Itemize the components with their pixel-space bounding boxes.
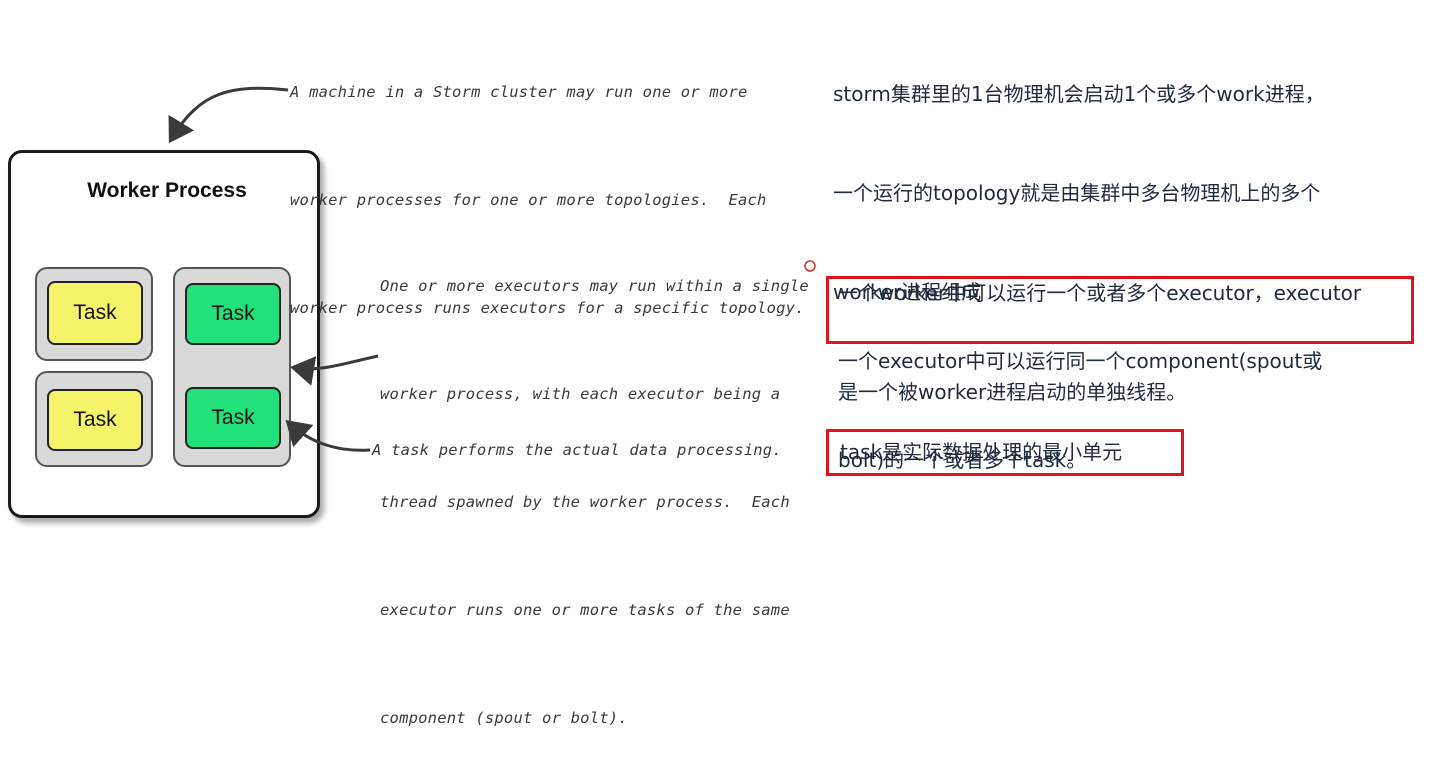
note-line: executor runs one or more tasks of the s… bbox=[380, 601, 790, 619]
cn-block-tasks: 一个executor中可以运行同一个component(spout或 bolt)… bbox=[838, 279, 1322, 510]
worker-process-title: Worker Process bbox=[87, 179, 247, 202]
executor-box: Task bbox=[35, 371, 153, 467]
note-line: A machine in a Storm cluster may run one… bbox=[290, 83, 748, 101]
task-box-yellow: Task bbox=[47, 281, 143, 345]
arrow-to-executor bbox=[290, 354, 379, 386]
executor-box-double: Task Task bbox=[173, 267, 291, 467]
note-line: component (spout or bolt). bbox=[380, 709, 628, 727]
cn-line: bolt)的一个或者多个task。 bbox=[838, 448, 1087, 472]
cn-line: 一个worker中可以运行一个或者多个executor，executor bbox=[838, 281, 1362, 305]
task-box-yellow: Task bbox=[47, 389, 143, 451]
highlight-box-task bbox=[826, 429, 1184, 476]
cn-block-task-unit: task是实际数据处理的最小单元 bbox=[840, 440, 1123, 464]
cn-line: storm集群里的1台物理机会启动1个或多个work进程， bbox=[833, 82, 1325, 106]
cn-block-executor: 一个worker中可以运行一个或者多个executor，executor 是一个… bbox=[838, 211, 1361, 442]
note-line: thread spawned by the worker process. Ea… bbox=[380, 493, 790, 511]
task-box-green: Task bbox=[185, 283, 281, 345]
highlight-box-executor bbox=[826, 276, 1414, 344]
executor-box: Task bbox=[35, 267, 153, 361]
note-line: One or more executors may run within a s… bbox=[380, 277, 809, 295]
note-line: worker process, with each executor being… bbox=[380, 385, 781, 403]
cn-line: 一个executor中可以运行同一个component(spout或 bbox=[838, 349, 1323, 373]
cn-line: 是一个被worker进程启动的单独线程。 bbox=[838, 380, 1187, 404]
cn-block-worker: storm集群里的1台物理机会启动1个或多个work进程， 一个运行的topol… bbox=[833, 12, 1325, 342]
arrow-to-worker bbox=[168, 86, 289, 144]
worker-process-box: Worker Process Task Task Task Task bbox=[8, 150, 320, 518]
note-task: A task performs the actual data processi… bbox=[372, 441, 782, 459]
cn-line: 一个运行的topology就是由集群中多台物理机上的多个 bbox=[833, 181, 1321, 205]
marker-circle-icon bbox=[804, 260, 816, 272]
note-line: worker process runs executors for a spec… bbox=[290, 299, 805, 317]
task-box-green: Task bbox=[185, 387, 281, 449]
arrow-to-task bbox=[285, 419, 371, 452]
cn-line: worker进程组成 bbox=[833, 280, 982, 304]
note-line: worker processes for one or more topolog… bbox=[290, 191, 767, 209]
arrows-layer bbox=[168, 86, 816, 452]
note-machine: A machine in a Storm cluster may run one… bbox=[290, 2, 805, 362]
